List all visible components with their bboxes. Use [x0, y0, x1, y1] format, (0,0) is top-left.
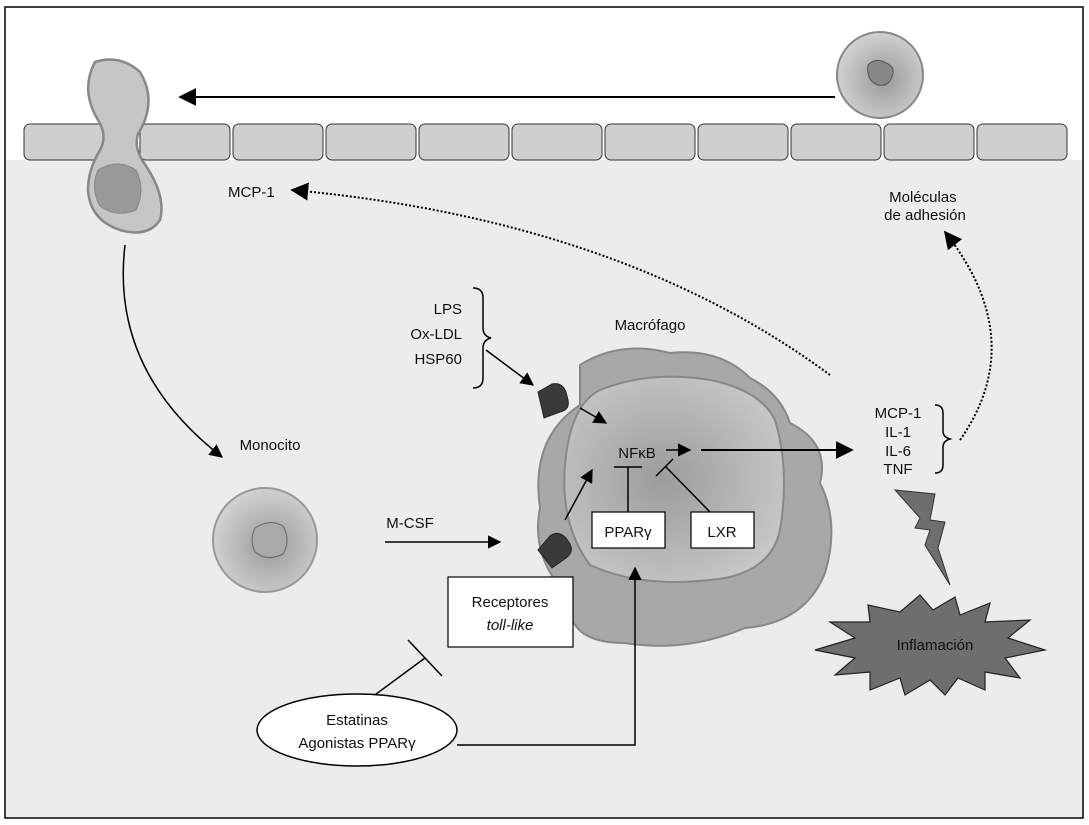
cytokine-mcp1: MCP-1 [875, 405, 922, 422]
mcsf-label: M-CSF [386, 515, 434, 532]
adhesion-molecules-label: Moléculas de adhesión [884, 189, 966, 224]
oxldl-label: Ox-LDL [410, 326, 462, 343]
inflammation-starburst [814, 594, 1048, 696]
lxr-label: LXR [707, 524, 736, 541]
cytokine-brace [934, 404, 953, 474]
adhesion-dotted-arrow [943, 230, 993, 441]
statin-inhibition [367, 639, 443, 701]
ppar-inhibition [614, 466, 642, 512]
receptor-mcsf [537, 532, 572, 569]
tlr-to-nfkb-arrow [564, 468, 593, 521]
circulating-monocyte [836, 31, 924, 119]
ppar-box [591, 511, 666, 549]
hsp60-label: HSP60 [414, 351, 462, 368]
agonist-activation-arrow [457, 566, 642, 746]
mcp1-dotted-arrow [290, 182, 831, 376]
ppar-label: PPARγ [604, 524, 652, 541]
toll-like-receptors-box [447, 576, 574, 648]
toll-like-label-1: Receptores [472, 594, 549, 611]
endothelium [23, 123, 1068, 161]
transmigrating-monocyte [86, 58, 163, 234]
ppar-agonists-label: Agonistas PPARγ [298, 735, 416, 752]
mcp1-chemokine-label: MCP-1 [228, 184, 275, 201]
macrophage-label: Macrófago [615, 317, 686, 334]
statins-label: Estatinas [326, 712, 388, 729]
cytokine-il1: IL-1 [885, 424, 911, 441]
lps-label: LPS [434, 301, 462, 318]
recruitment-arrow [122, 244, 224, 458]
receptor-to-nfkb-arrow [579, 407, 608, 424]
ligand-brace [472, 287, 492, 389]
toll-like-label-2: toll-like [487, 617, 534, 634]
inflammation-label: Inflamación [897, 637, 974, 654]
lxr-inhibition [655, 458, 711, 513]
monocyte-label: Monocito [240, 437, 301, 454]
lightning-bolt-icon [893, 489, 951, 586]
lxr-box [690, 511, 755, 549]
receptor-ligand [537, 383, 569, 419]
cytokine-il6: IL-6 [885, 443, 911, 460]
nfkb-label: NFκB [618, 445, 656, 462]
cytokine-tnf: TNF [883, 461, 912, 478]
drugs-ellipse [256, 693, 458, 767]
ligand-arrow [485, 349, 535, 386]
monocyte [212, 487, 318, 593]
